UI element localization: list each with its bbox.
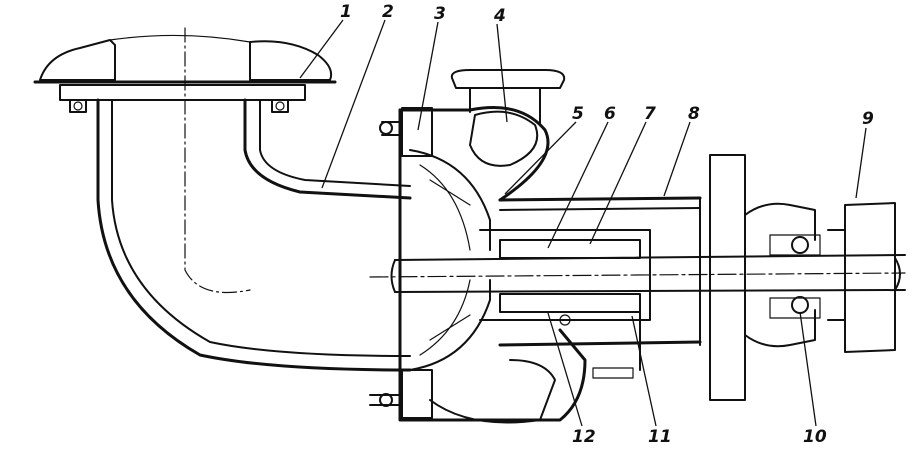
callout-3: 3: [434, 4, 446, 24]
callout-2: 2: [382, 2, 394, 22]
callout-9: 9: [862, 109, 874, 129]
callout-12: 12: [572, 427, 596, 447]
callout-leaders: [299, 19, 867, 427]
shaft-end-coupling: [827, 202, 896, 353]
callout-5: 5: [572, 104, 584, 124]
callout-1: 1: [340, 2, 352, 22]
discharge-nozzle: [450, 69, 566, 126]
callout-7: 7: [644, 104, 656, 124]
coupling-disc: [709, 154, 816, 401]
ball-bearing: [769, 234, 821, 319]
pump-casing: [369, 106, 587, 424]
pump-shaft: [369, 254, 906, 293]
impeller: [409, 149, 491, 371]
callout-labels: 1 2 3 4 5 6 7 8 9 10 11 12: [340, 2, 874, 447]
callout-11: 11: [648, 427, 672, 447]
callout-4: 4: [493, 6, 506, 26]
callout-8: 8: [688, 104, 700, 124]
callout-6: 6: [604, 104, 616, 124]
suction-elbow-pipe: [96, 27, 412, 372]
bearing-housing: [498, 196, 702, 347]
callout-10: 10: [803, 427, 827, 447]
stuffing-box: [479, 229, 651, 379]
